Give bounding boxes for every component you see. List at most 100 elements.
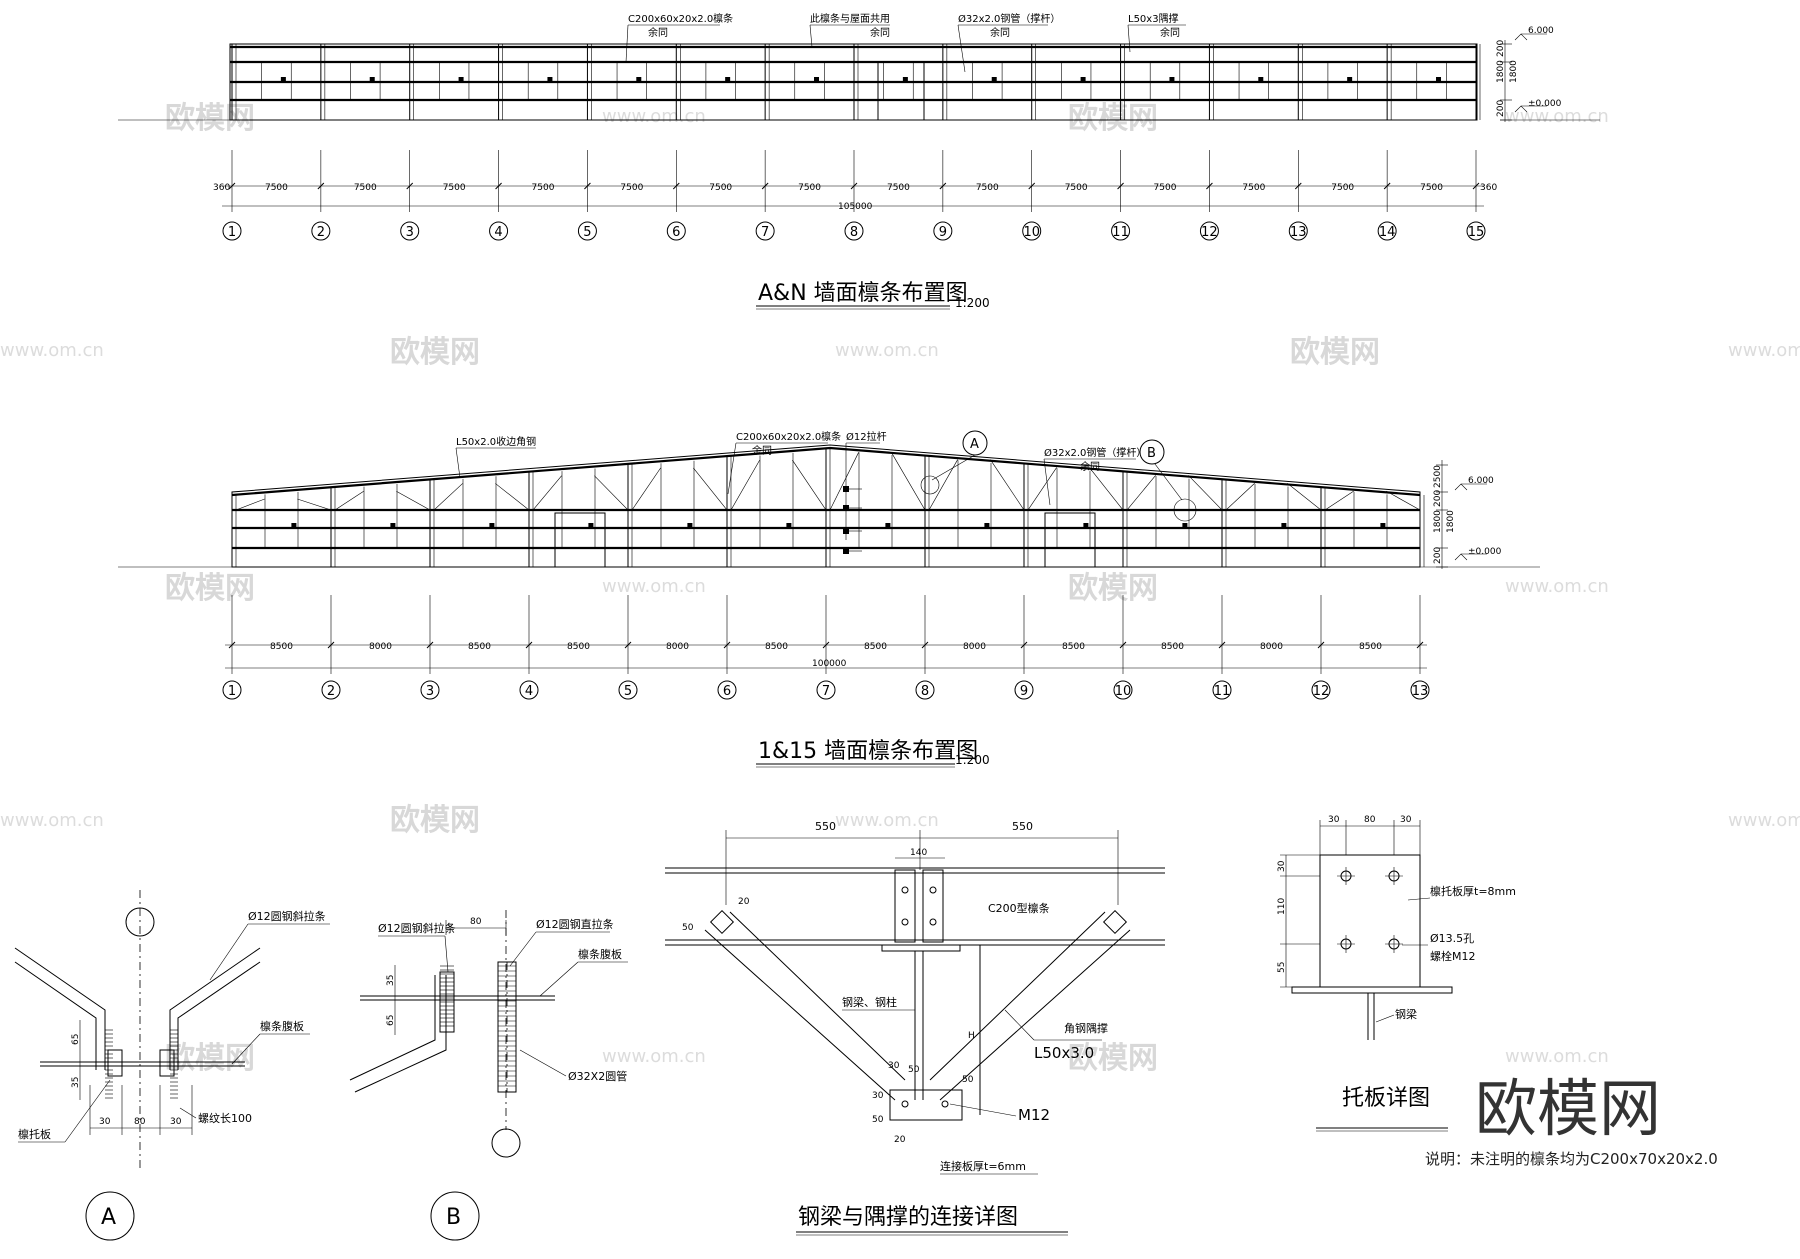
detC-dim-20a: 20: [738, 897, 750, 907]
axis-bubble: 7: [755, 221, 775, 241]
axis-bubble: 14: [1377, 221, 1397, 241]
elev2-scale: 1:200: [955, 753, 990, 767]
detC-label-purlin: C200型檩条: [988, 901, 1050, 915]
svg-text:10: 10: [1023, 225, 1040, 240]
elev2-h-1800b: 1800: [1446, 510, 1456, 533]
elev2-label-tube: Ø32x2.0钢管（撑杆）: [1044, 446, 1146, 459]
elev1-span: 7500: [265, 183, 288, 193]
watermark-url: www.om.cn: [1505, 1046, 1609, 1067]
svg-text:8: 8: [921, 684, 929, 699]
axis-bubble: 15: [1466, 221, 1486, 241]
detail-connection: 550 550 140 C200型檩条 钢梁、钢柱 角钢隅撑 L50x3.0 M…: [665, 820, 1165, 1236]
detA-mark: A: [101, 1205, 116, 1230]
elev2-span: 8000: [666, 642, 689, 652]
axis-bubble: 1: [222, 221, 242, 241]
detA-dim-80: 80: [134, 1117, 146, 1127]
elev2-span: 8000: [369, 642, 392, 652]
axis-bubble: 12: [1311, 680, 1331, 700]
elev1-label-roof: 此檩条与屋面共用: [810, 12, 890, 25]
elev2-total: 100000: [812, 659, 847, 669]
elev1-span: 7500: [532, 183, 555, 193]
watermark-logo: 欧模网: [390, 803, 480, 838]
svg-text:4: 4: [494, 225, 502, 240]
elev1-span: 7500: [1331, 183, 1354, 193]
elev2-h-2500: 2500: [1433, 465, 1443, 488]
detC-label-angle: L50x3.0: [1034, 1044, 1094, 1062]
elev2-span: 8500: [1359, 642, 1382, 652]
elev1-edge-right: 360: [1480, 183, 1497, 193]
detD-dim-55: 55: [1277, 962, 1287, 973]
elev1-level-ground: ±0.000: [1528, 99, 1562, 109]
detC-dim-20b: 20: [894, 1135, 906, 1145]
detD-dim-80: 80: [1364, 815, 1376, 825]
elev2-level-ground: ±0.000: [1468, 547, 1502, 557]
elev2-span: 8000: [963, 642, 986, 652]
axis-bubble: 9: [1014, 680, 1034, 700]
svg-text:7: 7: [761, 225, 769, 240]
axis-bubble: 7: [816, 680, 836, 700]
svg-text:9: 9: [1020, 684, 1028, 699]
svg-text:13: 13: [1412, 684, 1429, 699]
svg-text:10: 10: [1115, 684, 1132, 699]
detB-label-tube: Ø32X2圆管: [568, 1069, 627, 1083]
svg-text:13: 13: [1290, 225, 1307, 240]
detC-dim-550b: 550: [1012, 820, 1033, 833]
detA-label-web: 檩条腹板: [260, 1019, 304, 1033]
elev1-span: 7500: [976, 183, 999, 193]
watermark-url: www.om.cn: [1728, 340, 1800, 361]
watermark-logo: 欧模网: [165, 101, 255, 136]
elev1-span: 7500: [887, 183, 910, 193]
elev1-label-same: 余同: [648, 26, 668, 39]
elev1-scale: 1:200: [955, 296, 990, 310]
watermark-url: www.om.cn: [602, 106, 706, 127]
svg-text:9: 9: [939, 225, 947, 240]
detB-dim-65: 65: [386, 1015, 396, 1026]
axis-bubble: 6: [666, 221, 686, 241]
detA-label-thread: 螺纹长100: [198, 1111, 252, 1125]
axis-bubble: 2: [321, 680, 341, 700]
detA-label-plate: 檩托板: [18, 1127, 51, 1141]
axis-bubble: 3: [420, 680, 440, 700]
general-note: 说明：未注明的檩条均为C200x70x20x2.0: [1425, 1150, 1718, 1168]
elev2-callout-a: A: [970, 437, 979, 452]
elev1-label-purlin: C200x60x20x2.0檩条: [628, 12, 733, 25]
detA-dim-30a: 30: [99, 1117, 111, 1127]
elev2-span: 8500: [1161, 642, 1184, 652]
axis-bubble: 2: [311, 221, 331, 241]
detA-dim-30b: 30: [170, 1117, 182, 1127]
svg-text:4: 4: [525, 684, 533, 699]
detD-dim-30b: 30: [1400, 815, 1412, 825]
detC-label-beam: 钢梁、钢柱: [842, 995, 897, 1009]
watermark-logo: 欧模网: [165, 1041, 255, 1076]
detD-label-hole: Ø13.5孔: [1430, 932, 1474, 945]
elev2-h-1800a: 1800: [1433, 510, 1443, 533]
elev1-span: 7500: [798, 183, 821, 193]
detA-dim-35: 35: [71, 1077, 81, 1088]
elev1-h-200b: 200: [1496, 100, 1506, 117]
axis-bubble: 1: [222, 680, 242, 700]
detail-bracket: 30 80 30 30 110 55 檩托板厚t=8mm Ø13.5孔 螺栓M1…: [1277, 815, 1516, 1132]
axis-bubble: 4: [519, 680, 539, 700]
elev1-title: A&N 墙面檩条布置图: [758, 281, 968, 306]
svg-text:8: 8: [850, 225, 858, 240]
elev1-span: 7500: [1420, 183, 1443, 193]
axis-bubble: 3: [400, 221, 420, 241]
elev1-edge-left: 360: [213, 183, 230, 193]
svg-text:12: 12: [1201, 225, 1218, 240]
svg-text:6: 6: [723, 684, 731, 699]
svg-text:3: 3: [426, 684, 434, 699]
detD-dim-30a: 30: [1328, 815, 1340, 825]
elev2-title: 1&15 墙面檩条布置图: [758, 739, 978, 764]
axis-bubble: 13: [1410, 680, 1430, 700]
detC-dim-30b: 30: [872, 1091, 884, 1101]
axis-bubble: 10: [1113, 680, 1133, 700]
svg-text:2: 2: [317, 225, 325, 240]
watermark-big-logo: 欧模网: [1475, 1072, 1661, 1145]
svg-text:6: 6: [672, 225, 680, 240]
elev2-h-200: 200: [1433, 490, 1443, 507]
axis-bubble: 10: [1022, 221, 1042, 241]
axis-bubble: 8: [915, 680, 935, 700]
detD-label-beam: 钢梁: [1395, 1007, 1417, 1021]
